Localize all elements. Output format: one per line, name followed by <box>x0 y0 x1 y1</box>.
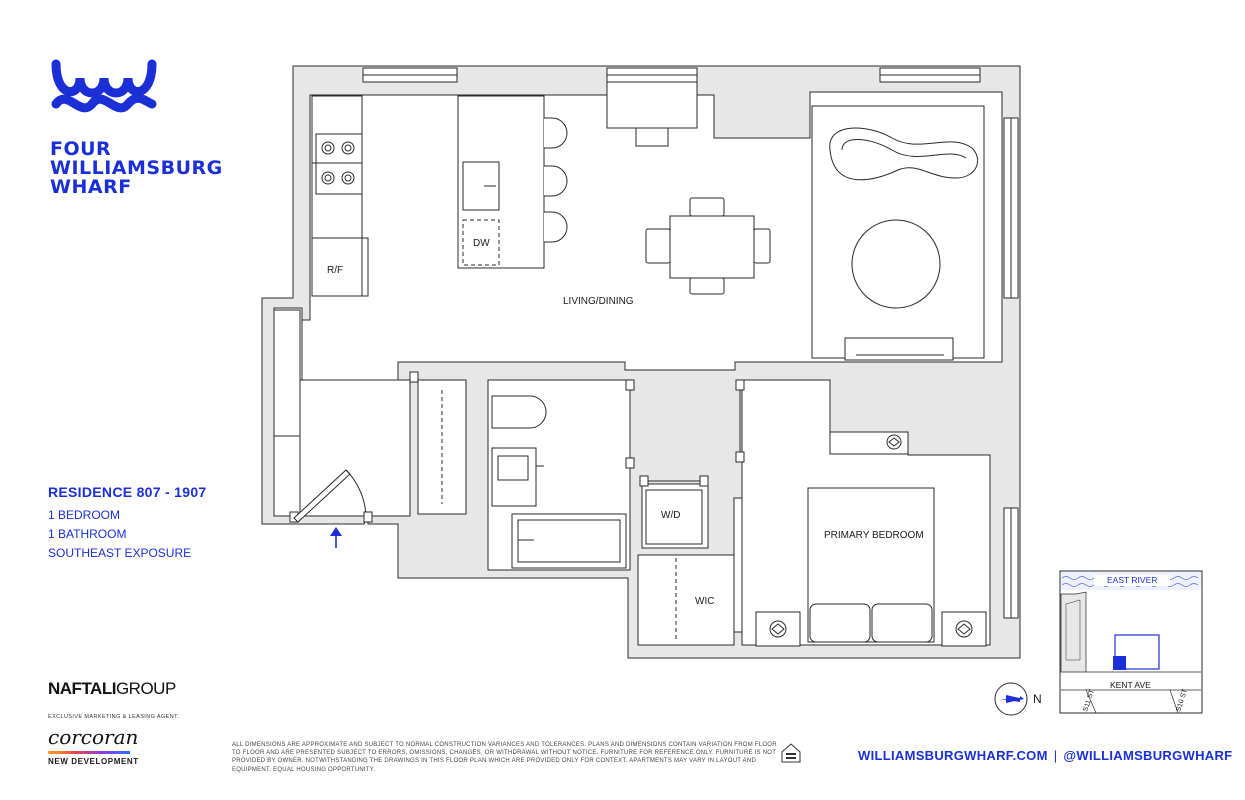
primary-bedroom-label: PRIMARY BEDROOM <box>824 530 924 541</box>
media-console <box>844 337 954 361</box>
bathroom-fixtures <box>491 379 635 569</box>
site-map-river-label: EAST RIVER <box>1107 575 1157 585</box>
agent-division: NEW DEVELOPMENT <box>48 757 139 766</box>
entry-door <box>289 469 373 523</box>
coffee-table <box>851 219 941 309</box>
dishwasher <box>462 219 500 266</box>
developer-name-bold: NAFTALI <box>48 679 116 698</box>
residence-bathrooms: 1 BATHROOM <box>48 527 127 541</box>
social-handle-link[interactable]: @WILLIAMSBURGWHARF <box>1063 748 1233 763</box>
stove <box>315 133 363 195</box>
wic-fixtures <box>675 497 743 642</box>
residence-exposure: SOUTHEAST EXPOSURE <box>48 546 192 560</box>
site-map-avenue-label: KENT AVE <box>1110 680 1151 690</box>
site-map <box>1059 570 1203 714</box>
windows <box>362 67 1019 619</box>
bedroom-furniture <box>755 431 987 647</box>
developer-name-thin: GROUP <box>115 679 176 698</box>
agent-gradient-bar <box>48 751 130 754</box>
dishwasher-label: DW <box>473 238 490 249</box>
living-dining-label: LIVING/DINING <box>563 296 634 307</box>
brand-line-1: FOUR <box>50 138 112 160</box>
walk-in-closet-floor <box>637 554 735 646</box>
desk <box>606 81 698 147</box>
compass-north-label: N <box>1033 692 1042 706</box>
developer-logo: NAFTALIGROUP <box>48 679 176 699</box>
residence-title: RESIDENCE 807 - 1907 <box>48 484 207 500</box>
brand-line-2: WILLIAMSBURG <box>50 157 223 179</box>
equal-housing-icon <box>781 743 801 763</box>
washer-dryer-label: W/D <box>661 510 680 521</box>
brand-line-3: WHARF <box>50 176 132 198</box>
kitchen <box>311 95 568 297</box>
washer-dryer <box>639 475 709 545</box>
brand-logo-icon <box>51 59 157 113</box>
toilet <box>491 395 547 429</box>
residence-bedrooms: 1 BEDROOM <box>48 508 121 522</box>
contact-separator: | <box>1053 748 1058 763</box>
living-furniture <box>811 105 985 361</box>
website-link[interactable]: WILLIAMSBURGWHARF.COM <box>858 748 1048 763</box>
walk-in-closet-label: WIC <box>695 596 714 607</box>
foyer-floor <box>299 379 411 517</box>
compass-icon <box>994 682 1028 716</box>
entry-arrow-icon <box>330 527 342 548</box>
disclaimer: ALL DIMENSIONS ARE APPROXIMATE AND SUBJE… <box>232 742 777 773</box>
refrigerator-label: R/F <box>327 265 343 276</box>
dining-table <box>645 197 771 295</box>
agent-logo: corcoran <box>48 725 139 749</box>
contact-line: WILLIAMSBURGWHARF.COM | @WILLIAMSBURGWHARF <box>858 748 1232 763</box>
brand-title: FOUR WILLIAMSBURG WHARF <box>50 140 223 197</box>
entry-closet <box>273 309 467 515</box>
agent-label: EXCLUSIVE MARKETING & LEASING AGENT: <box>48 714 180 720</box>
